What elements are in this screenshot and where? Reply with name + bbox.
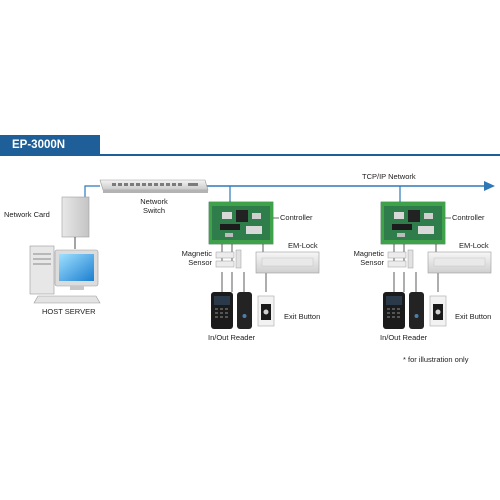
network-backbone	[84, 181, 495, 203]
exit-button-label-1: Exit Button	[284, 312, 321, 321]
card-reader-icon-2	[409, 292, 424, 329]
em-lock-icon-1	[255, 251, 320, 274]
controller-board-2	[380, 201, 446, 245]
footnote: * for illustration only	[403, 355, 469, 364]
magnetic-sensor-label-2-line2: Sensor	[360, 257, 384, 267]
magnetic-sensor-icon-1	[215, 249, 242, 269]
magnetic-sensor-label-1-line1: Magnetic	[181, 249, 212, 258]
magnetic-sensor-label-2-line1: Magnetic	[353, 249, 384, 258]
exit-button-label-2: Exit Button	[455, 312, 492, 321]
exit-button-icon-1	[257, 295, 275, 327]
em-lock-label-2: EM-Lock	[459, 241, 489, 250]
network-label: TCP/IP Network	[362, 172, 416, 181]
card-reader-icon-1	[237, 292, 252, 329]
network-card-label: Network Card	[4, 210, 50, 219]
magnetic-sensor-icon-2	[387, 249, 414, 269]
network-switch-icon	[99, 179, 209, 193]
magnetic-sensor-label-2: Magnetic Sensor	[348, 249, 384, 267]
title-underline	[0, 154, 500, 156]
card-reader-keypad-icon-1	[211, 292, 233, 329]
wiring-1	[221, 244, 267, 292]
reader-label-1: In/Out Reader	[208, 333, 256, 342]
controller-label-2: Controller	[452, 213, 485, 222]
card-reader-keypad-icon-2	[383, 292, 405, 329]
network-switch-label-line2: Switch	[142, 205, 166, 215]
host-server-label: HOST SERVER	[42, 307, 96, 316]
network-card-icon	[61, 196, 90, 238]
network-arrow-icon	[484, 181, 495, 191]
magnetic-sensor-label-1: Magnetic Sensor	[176, 249, 212, 267]
network-switch-label: Network Switch	[134, 197, 174, 215]
em-lock-label-1: EM-Lock	[288, 241, 318, 250]
controller-label-1: Controller	[280, 213, 313, 222]
network-switch-label-line1: Network	[140, 197, 168, 206]
host-server-icon	[29, 245, 101, 304]
magnetic-sensor-label-1-line2: Sensor	[188, 257, 212, 267]
exit-button-icon-2	[429, 295, 447, 327]
product-title: EP-3000N	[0, 135, 100, 155]
controller-board-1	[208, 201, 274, 245]
em-lock-icon-2	[427, 251, 492, 274]
reader-label-2: In/Out Reader	[380, 333, 428, 342]
